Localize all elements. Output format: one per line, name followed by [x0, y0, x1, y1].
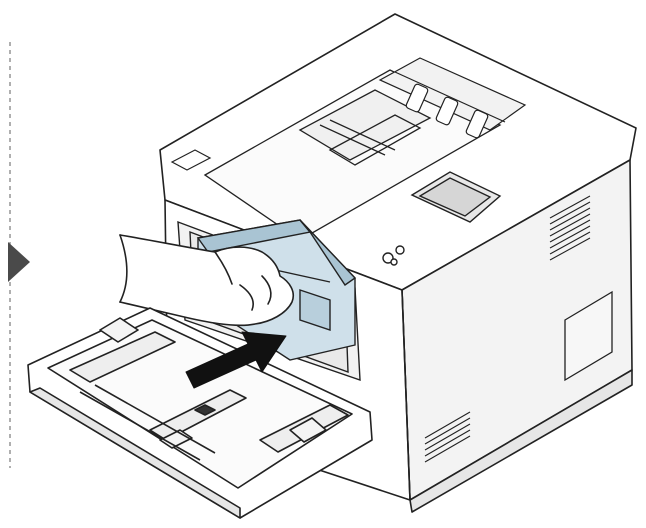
- side-access-panel: [564, 290, 613, 382]
- output-tray: [203, 69, 502, 241]
- front-door: [27, 307, 373, 519]
- insert-direction-arrow-icon: [185, 331, 287, 389]
- fuser-unit: [378, 57, 527, 139]
- control-panel: [382, 171, 502, 266]
- top-panel-detail: [170, 149, 212, 171]
- step-pointer-icon: [8, 242, 30, 282]
- side-vents-upper: [549, 195, 591, 261]
- hand: [119, 234, 295, 327]
- side-vents-lower: [424, 411, 471, 463]
